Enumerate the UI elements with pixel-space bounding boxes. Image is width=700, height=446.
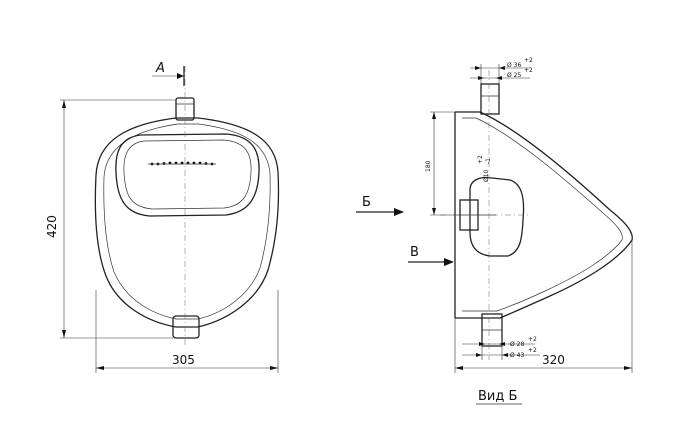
urinal-outer-contour [94, 117, 280, 328]
bottom-inner-diameter: Ø 28 [510, 341, 524, 348]
width-dimension-305: 305 [172, 353, 195, 367]
side-outer-profile [455, 111, 633, 319]
side-top-pipe [480, 83, 500, 115]
view-arrow-v-label: В [410, 245, 419, 260]
side-inlet-cavity [469, 176, 525, 257]
inlet-diameter-tolerance: +2 [477, 155, 484, 164]
front-view: А 420 305 [45, 61, 280, 373]
dimension-180: 180 [425, 160, 432, 172]
side-view: 180 Ø10 +2 -1 Ø 36 +2 Ø 25 +2 Ø 28 +2 Ø … [356, 57, 633, 405]
top-outer-diameter: Ø 36 [507, 62, 521, 69]
top-outer-diameter-tolerance: +2 [524, 57, 533, 64]
view-caption: Вид Б [478, 389, 517, 404]
height-dimension-420: 420 [45, 215, 59, 238]
top-inner-diameter-tolerance: +2 [524, 67, 533, 74]
inlet-diameter-tolerance-minus: -1 [485, 158, 492, 164]
bottom-inner-diameter-tolerance: +2 [528, 336, 537, 343]
depth-dimension-320: 320 [542, 353, 565, 367]
bowl-opening [115, 133, 260, 217]
inlet-diameter: Ø10 [483, 169, 490, 182]
top-inner-diameter: Ø 25 [507, 72, 521, 79]
urinal-inner-contour [103, 123, 271, 320]
bowl-inner-rim [123, 139, 252, 210]
side-inner-profile [462, 117, 623, 312]
flush-holes [148, 161, 216, 166]
bottom-outlet-pipe [172, 315, 200, 339]
section-label-a: А [155, 61, 165, 76]
view-arrow-b-label: Б [362, 195, 371, 210]
bottom-outer-diameter: Ø 43 [510, 352, 524, 359]
bottom-outer-diameter-tolerance: +2 [528, 347, 537, 354]
